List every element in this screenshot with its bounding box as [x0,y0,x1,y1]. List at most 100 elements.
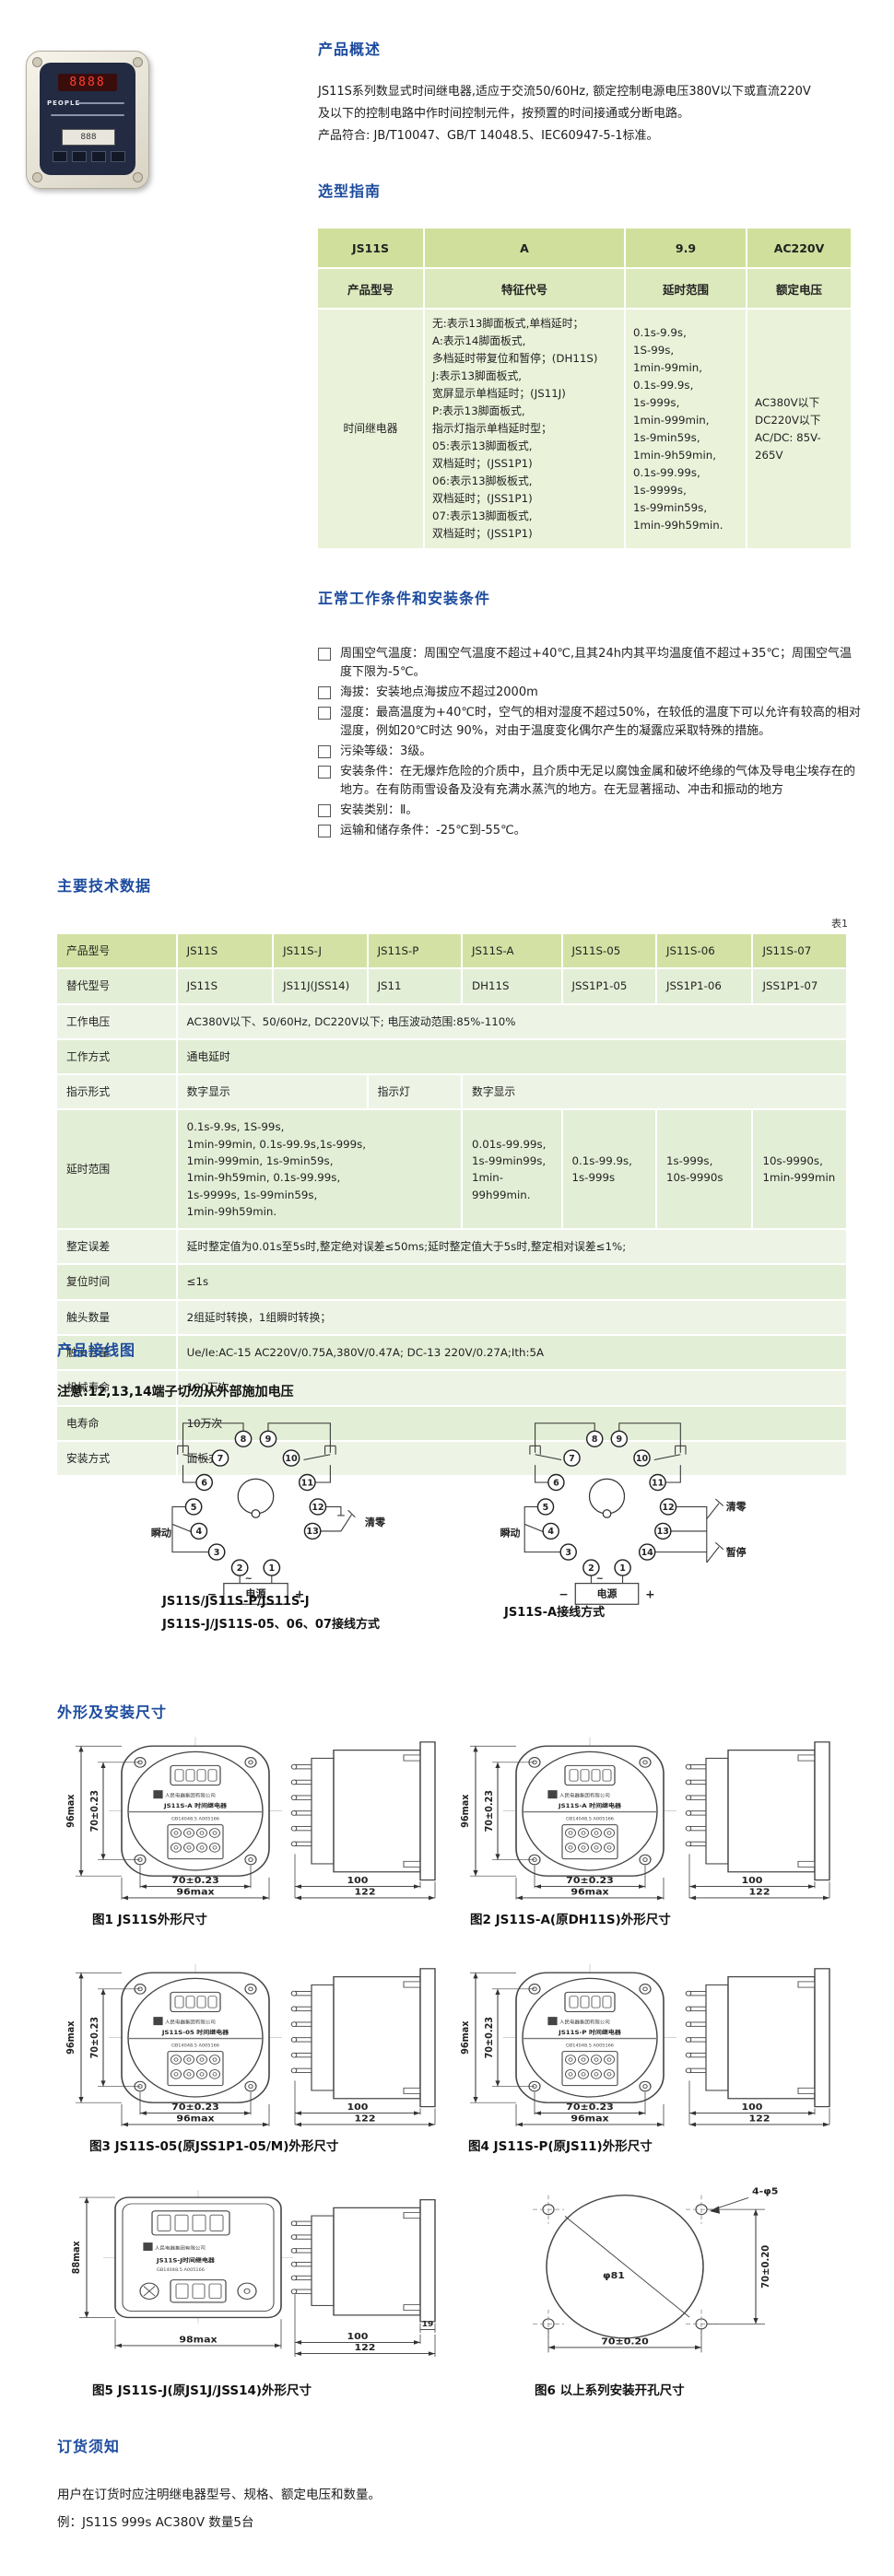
pin-number: 1 [268,1563,275,1574]
row-label: 替代型号 [57,969,176,1003]
row-label: 工作电压 [57,1004,176,1038]
dimension-label: 122 [355,1887,376,1897]
cell-feature-codes: 无:表示13脚面板式,单档延时； A:表示14脚面板式, 多档延时带复位和暂停；… [425,310,624,548]
socket-pin: 11 [298,1473,316,1492]
checkbox-icon [318,686,331,699]
dimension-label: 122 [749,1887,770,1897]
pin-number: 6 [553,1478,559,1488]
dimension-label: 70±0.23 [566,1876,614,1886]
wiring-caption-right: JS11S-A接线方式 [504,1606,606,1620]
cell: JS11S-05 [562,934,655,968]
row-label: 产品型号 [57,934,176,968]
face-brand-text: 人民电器集团有限公司 [559,2019,610,2025]
face-model-text: JS11S-05 时间继电器 [161,2029,229,2036]
socket-pin: 11 [649,1473,666,1492]
figure-caption: 图1 JS11S外形尺寸 [92,1913,207,1927]
table-row: 复位时间≤1s [57,1265,846,1299]
brand-label: PEOPLE [47,100,81,107]
led-display: 8888 [58,74,117,91]
header-cell: JS11S [318,228,423,267]
socket-pin: 10 [282,1449,300,1467]
cell: JSS1P1-06 [657,969,752,1003]
pin-number: 7 [218,1454,224,1464]
dimension-label: 100 [347,1876,369,1886]
cell: DH11S [463,969,561,1003]
socket-pin: 8 [234,1430,253,1447]
dimension-label: 70±0.23 [171,2102,219,2113]
dimension-label: 96max [176,1887,215,1897]
figure-caption: 图4 JS11S-P(原JS11)外形尺寸 [468,2139,653,2154]
header-cell: A [425,228,624,267]
cell-product-type: 时间继电器 [318,310,423,548]
cell: 指示灯 [368,1075,462,1109]
cell: JSS1P1-05 [562,969,655,1003]
wiring-note: 注意:12,13,14端子切勿从外部施加电压 [57,1385,294,1399]
dimension-label: 96max [65,2020,76,2055]
dimension-label: 70±0.23 [171,1876,219,1886]
row-label: 工作方式 [57,1039,176,1074]
cell: AC380V以下、50/60Hz, DC220V以下; 电压波动范围:85%-1… [177,1004,846,1038]
socket-pin: 7 [563,1449,581,1467]
face-brand-text: 人民电器集团有限公司 [165,2019,216,2025]
table-row: 时间继电器 无:表示13脚面板式,单档延时； A:表示14脚面板式, 多档延时带… [318,310,851,548]
dimension-label: 70±0.23 [483,2017,495,2058]
pin-number: 13 [306,1527,318,1537]
section-heading-selection: 选型指南 [318,182,382,200]
dimension-label: 96max [65,1794,76,1828]
list-item: 湿度：最高温度为+40℃时，空气的相对湿度不超过50%，在较低的温度下可以允许有… [318,704,862,741]
row-label: 安装方式 [57,1441,176,1476]
dimension-label: 70±0.23 [88,1790,100,1832]
row-label: 机械寿命 [57,1371,176,1405]
cell: 数字显示 [177,1075,367,1109]
table-row: 整定误差延时整定值为0.01s至5s时,整定绝对误差≤50ms;延时整定值大于5… [57,1230,846,1264]
table-note: 表1 [831,918,848,930]
row-label: 电寿命 [57,1406,176,1440]
wiring-caption-left: JS11S/JS11S-P/JS11S-J JS11S-J/JS11S-05、0… [162,1595,380,1633]
screw-icon [133,57,143,67]
list-item: 安装条件：在无爆炸危险的介质中，且介质中无足以腐蚀金属和破坏绝缘的气体及导电尘埃… [318,763,862,800]
cell: JS11S-A [463,934,561,968]
face-brand-text: 人民电器集团有限公司 [559,1792,610,1798]
socket-pin: 7 [211,1449,229,1467]
face-sub-text: GB14048.5 A005166 [171,2043,219,2049]
face-text-line [51,114,124,116]
product-photo: 8888 PEOPLE 888 [26,51,149,189]
figure-caption: 图3 JS11S-05(原JSS1P1-05/M)外形尺寸 [89,2139,339,2154]
cell: JS11S [177,969,273,1003]
socket-pin: 13 [303,1522,322,1540]
list-item: 周围空气温度：周围空气温度不超过+40℃,且其24h内其平均温度值不超过+35℃… [318,645,862,682]
relay-face: 8888 PEOPLE 888 [40,63,135,175]
relay-button [111,151,125,162]
socket-pin: 5 [536,1498,555,1516]
pin-number: 6 [201,1478,207,1488]
socket-pin: 4 [190,1522,208,1540]
cell: 0.1s-99.9s, 1s-999s [562,1110,655,1229]
table-row: 工作方式 通电延时 [57,1039,846,1074]
dimension-label: 98max [179,2335,218,2345]
clear-label: 清零 [726,1500,747,1513]
dimension-label: 96max [571,1887,609,1897]
face-sub-text: GB14048.5 A005166 [171,1817,219,1822]
cell: 数字显示 [463,1075,846,1109]
minus-label: − [207,1587,217,1601]
header-cell: 产品型号 [318,269,423,308]
face-model-text: JS11S-A 时间继电器 [558,1802,622,1809]
socket-pin: 1 [263,1559,281,1576]
cell: JS11S-J [274,934,367,968]
face-model-text: JS11S-P 时间继电器 [558,2029,621,2036]
dimension-label: 96max [176,2113,215,2124]
button-row [53,151,125,162]
dimension-label: 4-φ5 [752,2186,778,2196]
pin-number: 13 [657,1527,669,1537]
header-cell: 延时范围 [626,269,746,308]
dimension-label: 96max [571,2113,609,2124]
socket-pin: 9 [259,1430,277,1447]
pin-number: 8 [592,1434,598,1445]
section-heading-dimensions: 外形及安装尺寸 [57,1704,168,1721]
power-label: 电源 [245,1587,265,1600]
